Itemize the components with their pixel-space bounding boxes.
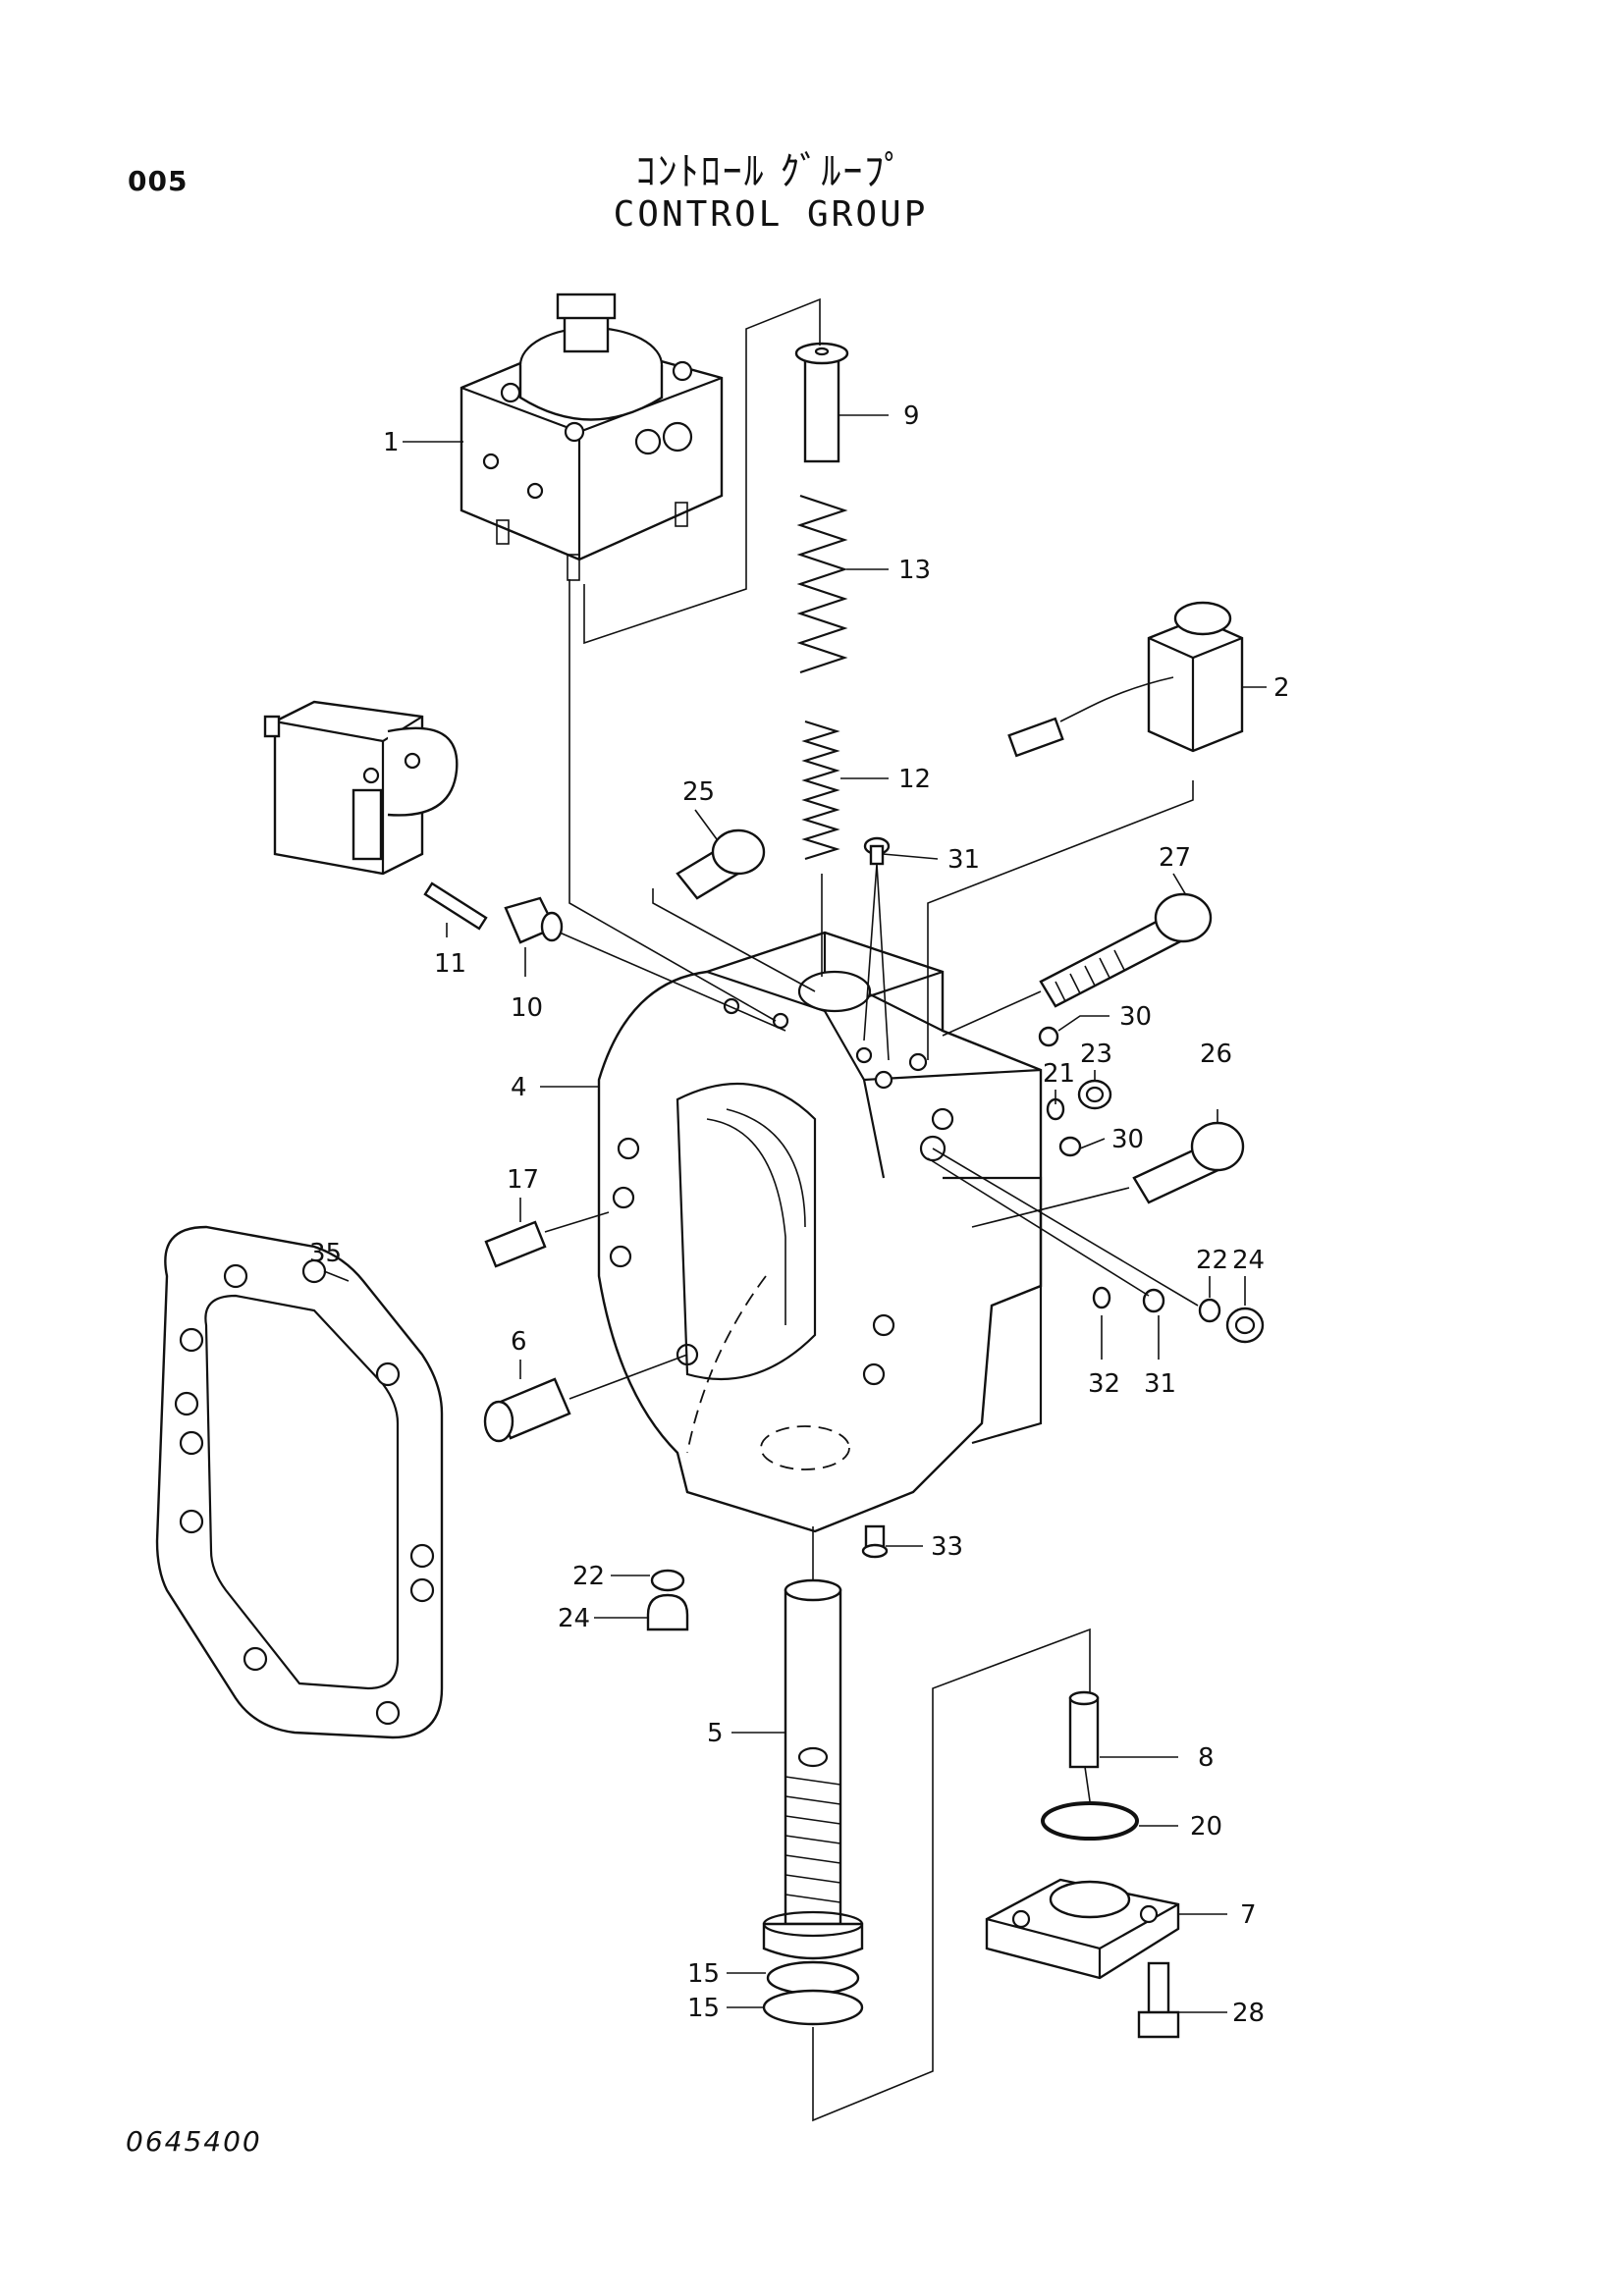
callout-27: 27	[1159, 843, 1191, 873]
callout-17: 17	[507, 1165, 539, 1195]
part-17-pin	[484, 1220, 547, 1268]
part-5-sleeve	[762, 1578, 864, 1960]
part-15-rings	[762, 1960, 864, 2026]
callout-31-right: 31	[1144, 1369, 1176, 1399]
callout-10: 10	[511, 993, 543, 1023]
part-25-bolt	[676, 828, 766, 900]
part-24-plug-left	[646, 1593, 689, 1631]
callout-15-upper: 15	[687, 1959, 720, 1989]
part-31-screw-top	[863, 836, 891, 866]
part-8-pin	[1068, 1690, 1100, 1769]
callout-2: 2	[1273, 673, 1290, 703]
part-35-gasket	[155, 1225, 444, 1739]
part-30-plug-top	[1038, 1026, 1059, 1047]
callout-26: 26	[1200, 1040, 1232, 1069]
title-english: CONTROL GROUP	[613, 194, 929, 235]
callout-32: 32	[1088, 1369, 1120, 1399]
part-22-oring-left	[650, 1569, 685, 1592]
callout-5: 5	[707, 1719, 724, 1748]
part-27-long-bolt	[1039, 892, 1213, 1008]
callout-4: 4	[511, 1073, 527, 1102]
part-13-large-spring	[796, 494, 848, 674]
part-11-rod	[423, 881, 488, 931]
callout-1: 1	[383, 428, 400, 457]
callout-15-lower: 15	[687, 1994, 720, 2023]
part-4-main-housing	[597, 931, 1043, 1533]
drawing-number: 0645400	[126, 2125, 262, 2158]
callout-22-left: 22	[572, 1562, 605, 1591]
callout-11: 11	[434, 949, 466, 979]
part-2-solenoid	[1007, 601, 1244, 758]
part-28-bolt	[1137, 1961, 1180, 2039]
left-solenoid-assembly	[263, 700, 459, 876]
assembly-lines	[544, 297, 1199, 2122]
part-22-oring-right	[1198, 1298, 1221, 1323]
callout-23: 23	[1080, 1040, 1112, 1069]
callout-9: 9	[903, 401, 920, 431]
callout-7: 7	[1240, 1900, 1257, 1930]
part-32-screw	[1092, 1286, 1111, 1309]
part-12-small-spring	[801, 720, 840, 861]
part-6-plug	[483, 1377, 571, 1443]
title-japanese: ｺﾝﾄﾛｰﾙ ｸﾞﾙｰﾌﾟ	[635, 149, 906, 194]
part-31-screw-right	[1142, 1288, 1165, 1313]
callout-12: 12	[898, 765, 931, 794]
callout-6: 6	[511, 1327, 527, 1357]
part-1-valve-block	[460, 293, 724, 581]
part-33-screw	[861, 1524, 889, 1559]
callout-22-right: 22	[1196, 1246, 1228, 1275]
callout-35: 35	[309, 1239, 342, 1268]
part-20-oring	[1041, 1801, 1139, 1841]
callout-31-top: 31	[947, 845, 980, 875]
callout-30-top: 30	[1119, 1002, 1152, 1032]
part-24-plug-right	[1225, 1307, 1265, 1344]
part-7-cover	[985, 1878, 1180, 1980]
callout-30-mid: 30	[1111, 1125, 1144, 1154]
callout-24-left: 24	[558, 1604, 590, 1633]
callout-21: 21	[1043, 1059, 1075, 1089]
part-10-fitting	[504, 896, 564, 944]
callout-33: 33	[931, 1532, 963, 1562]
part-9-pin	[794, 342, 849, 463]
callout-8: 8	[1198, 1743, 1215, 1773]
callout-13: 13	[898, 556, 931, 585]
part-26-bolt	[1132, 1121, 1245, 1204]
callout-25: 25	[682, 777, 715, 807]
part-30-plug-mid	[1058, 1136, 1082, 1157]
part-23-plug	[1077, 1079, 1112, 1110]
callout-24-right: 24	[1232, 1246, 1265, 1275]
callout-28: 28	[1232, 1999, 1265, 2028]
callout-20: 20	[1190, 1812, 1222, 1842]
page-number: 005	[128, 165, 189, 197]
callout-leaders	[323, 414, 1267, 2013]
callout-labels: 1 9 13 2 12 25 31 27 11 10 30 21 23 26 4…	[309, 401, 1290, 2028]
